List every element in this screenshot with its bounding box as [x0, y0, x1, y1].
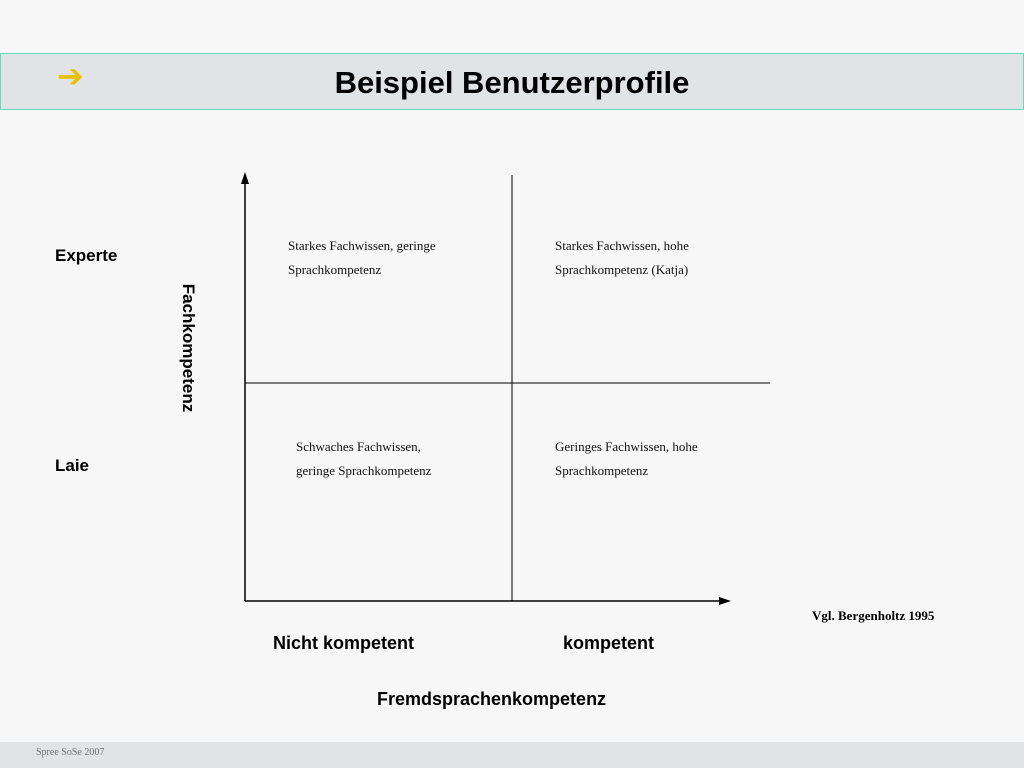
y-level-low: Laie	[55, 456, 90, 475]
source-note: Vgl. Bergenholtz 1995	[812, 608, 935, 623]
y-axis-title: Fachkompetenz	[179, 283, 198, 413]
footer-text: Spree SoSe 2007	[36, 747, 105, 758]
quadrant-text-line: Schwaches Fachwissen,	[296, 439, 421, 454]
quadrant-text-line: Geringes Fachwissen, hohe	[555, 439, 698, 454]
title-bar: ➔ Beispiel Benutzerprofile	[0, 53, 1024, 110]
page-title: Beispiel Benutzerprofile	[334, 65, 690, 100]
quadrant-text-line: Sprachkompetenz	[288, 262, 382, 277]
y-axis-arrowhead	[241, 172, 249, 184]
quadrant-bottom-left: Schwaches Fachwissen, geringe Sprachkomp…	[296, 435, 431, 483]
x-axis-arrowhead	[719, 597, 731, 605]
x-level-high: kompetent	[563, 633, 655, 653]
quadrant-text-line: Sprachkompetenz (Katja)	[555, 262, 689, 277]
x-axis-title: Fremdsprachenkompetenz	[377, 689, 607, 709]
footer-bar: Spree SoSe 2007	[0, 742, 1024, 768]
arrow-right-icon: ➔	[57, 57, 84, 95]
quadrant-text-line: Sprachkompetenz	[555, 463, 649, 478]
x-level-low: Nicht kompetent	[273, 633, 415, 653]
y-level-high: Experte	[55, 246, 118, 265]
quadrant-text-line: Starkes Fachwissen, hohe	[555, 238, 689, 253]
quadrant-text-line: Starkes Fachwissen, geringe	[288, 238, 436, 253]
quadrant-top-left: Starkes Fachwissen, geringe Sprachkompet…	[288, 234, 436, 282]
quadrant-bottom-right: Geringes Fachwissen, hohe Sprachkompeten…	[555, 435, 698, 483]
quadrant-text-line: geringe Sprachkompetenz	[296, 463, 432, 478]
quadrant-top-right: Starkes Fachwissen, hohe Sprachkompetenz…	[555, 234, 689, 282]
